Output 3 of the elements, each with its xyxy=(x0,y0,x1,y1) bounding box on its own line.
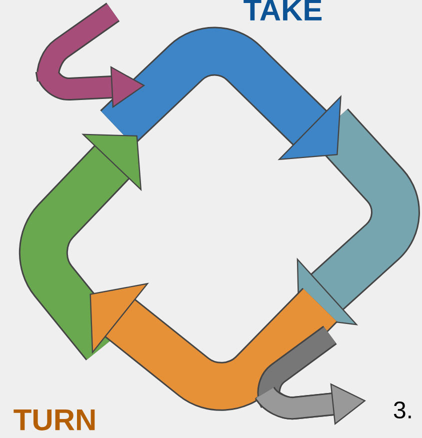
label-text: 3. xyxy=(394,402,411,418)
label-text: TAKE xyxy=(244,0,322,20)
label-text: TURN xyxy=(14,410,95,430)
